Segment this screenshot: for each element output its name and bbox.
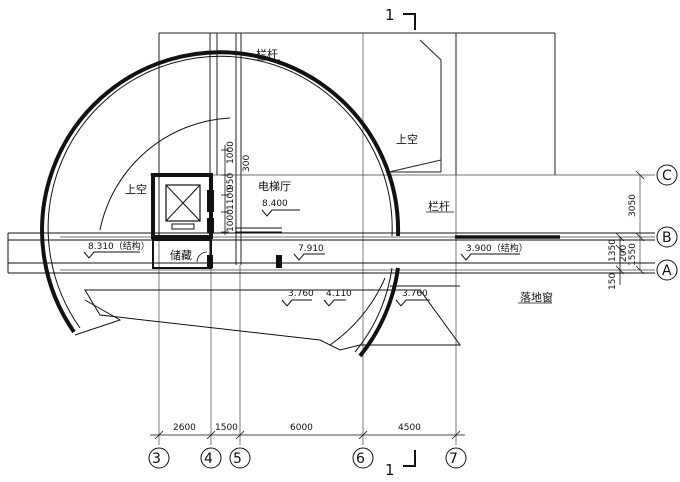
elevator-dim-4: 1000 bbox=[226, 209, 236, 232]
level-low-left: 3.760 bbox=[288, 289, 314, 299]
dim-1350: 1350 bbox=[608, 239, 618, 262]
elevator-core bbox=[151, 173, 282, 269]
svg-text:3: 3 bbox=[152, 451, 161, 467]
axis-bubble-7: 7 bbox=[445, 447, 467, 469]
level-left-struct: 8.310（结构） bbox=[88, 240, 150, 252]
dim-3-4: 2600 bbox=[173, 423, 196, 433]
elevator-dims: 1000 950 1100 1000 300 bbox=[226, 141, 252, 232]
railing-right-label: 栏杆 bbox=[428, 199, 450, 213]
elevator-dim-3: 1100 bbox=[226, 187, 236, 210]
elevator-hall-label: 电梯厅 bbox=[258, 180, 291, 193]
void-left-label: 上空 bbox=[125, 182, 147, 196]
svg-text:4: 4 bbox=[204, 451, 213, 467]
section-mark-bottom: 1 bbox=[385, 450, 416, 479]
svg-text:B: B bbox=[662, 230, 672, 246]
dim-200: 200 bbox=[619, 245, 629, 262]
level-low-right: 3.760 bbox=[402, 289, 428, 299]
dim-1550: 1550 bbox=[628, 243, 638, 266]
elevator-dim-5: 300 bbox=[242, 155, 252, 172]
axis-bubbles-vertical: 3 4 5 6 7 bbox=[148, 447, 467, 469]
level-low-mid: 4.110 bbox=[326, 289, 352, 299]
axis-bubble-4: 4 bbox=[200, 447, 222, 469]
axis-bubble-3: 3 bbox=[148, 447, 170, 469]
svg-text:C: C bbox=[662, 168, 672, 184]
dim-150: 150 bbox=[608, 273, 618, 290]
svg-text:5: 5 bbox=[233, 451, 242, 467]
axis-bubbles-horizontal: C B A bbox=[656, 164, 678, 281]
railing-top-label: 栏杆 bbox=[256, 47, 278, 61]
dim-3050: 3050 bbox=[628, 194, 638, 217]
french-window-label: 落地窗 bbox=[520, 290, 553, 304]
dim-6-7: 4500 bbox=[398, 423, 421, 433]
right-dims: 3050 1550 1350 200 150 bbox=[608, 194, 638, 290]
storage-label: 储藏 bbox=[170, 248, 192, 262]
level-mid: 7.910 bbox=[298, 244, 324, 254]
level-marks bbox=[83, 209, 520, 307]
elevator-dim-1: 1000 bbox=[226, 141, 236, 164]
level-right-struct: 3.900（结构） bbox=[466, 242, 528, 254]
svg-text:1: 1 bbox=[385, 461, 395, 479]
svg-text:7: 7 bbox=[449, 451, 458, 467]
level-values: 8.400 8.310（结构） 7.910 3.900（结构） 3.760 4.… bbox=[88, 199, 528, 299]
axis-bubble-5: 5 bbox=[229, 447, 251, 469]
axis-bubble-c: C bbox=[656, 164, 678, 186]
svg-text:1: 1 bbox=[385, 6, 395, 24]
bottom-dims: 2600 1500 6000 4500 bbox=[173, 423, 421, 433]
dim-4-5: 1500 bbox=[215, 423, 238, 433]
roof-arc bbox=[40, 50, 401, 358]
elevator-dim-line bbox=[221, 145, 229, 235]
elevator-dim-2: 950 bbox=[226, 173, 236, 190]
axis-bubble-6: 6 bbox=[352, 447, 374, 469]
grid-lines bbox=[60, 33, 655, 445]
dim-5-6: 6000 bbox=[290, 423, 313, 433]
right-dim-chain bbox=[615, 170, 645, 285]
section-mark-top: 1 bbox=[385, 6, 416, 30]
building-outline bbox=[158, 32, 556, 265]
axis-bubble-b: B bbox=[656, 226, 678, 248]
level-hall: 8.400 bbox=[262, 199, 288, 209]
void-right-label: 上空 bbox=[396, 132, 418, 146]
svg-text:6: 6 bbox=[356, 451, 365, 467]
axis-bubble-a: A bbox=[656, 259, 678, 281]
canopy-outline bbox=[74, 285, 461, 351]
slab-band bbox=[7, 232, 655, 274]
room-labels: 栏杆 栏杆 上空 上空 电梯厅 储藏 落地窗 bbox=[125, 47, 553, 304]
svg-text:A: A bbox=[662, 263, 672, 279]
bottom-dim-chain bbox=[150, 430, 465, 440]
